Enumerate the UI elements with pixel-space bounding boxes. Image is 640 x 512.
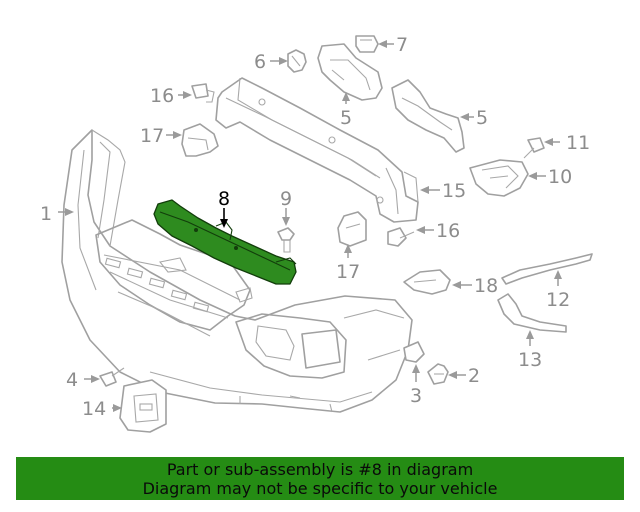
bracket-10 bbox=[469, 159, 529, 197]
bracket-5-right bbox=[391, 79, 465, 153]
clip-7 bbox=[355, 35, 379, 53]
callout-11: 11 bbox=[566, 132, 590, 154]
trim-12 bbox=[501, 253, 593, 285]
callout-8: 8 bbox=[218, 188, 230, 210]
bolt-16-upper bbox=[191, 83, 215, 103]
callout-5-right: 5 bbox=[476, 107, 488, 129]
callout-12: 12 bbox=[546, 289, 570, 311]
callout-17-lower: 17 bbox=[336, 261, 360, 283]
callout-14: 14 bbox=[82, 398, 106, 420]
reinforcement-beam bbox=[215, 77, 419, 223]
push-pin-2 bbox=[427, 363, 449, 385]
callout-10: 10 bbox=[548, 166, 572, 188]
callout-3: 3 bbox=[410, 385, 422, 407]
callout-16-lower: 16 bbox=[436, 220, 460, 242]
callout-16-upper: 16 bbox=[150, 85, 174, 107]
trim-13 bbox=[497, 293, 567, 333]
callout-15: 15 bbox=[442, 180, 466, 202]
bracket-5-left bbox=[317, 43, 383, 101]
callout-9: 9 bbox=[280, 188, 292, 210]
bolt-16-lower bbox=[387, 227, 415, 247]
bolt-4 bbox=[99, 367, 125, 387]
bolt-9 bbox=[277, 227, 295, 253]
callout-labels: 1 2 3 4 5 5 6 7 8 9 10 11 12 13 14 15 16… bbox=[40, 34, 590, 420]
callout-7: 7 bbox=[396, 34, 408, 56]
highlighted-part-8 bbox=[153, 199, 297, 285]
callout-2: 2 bbox=[468, 365, 480, 387]
bolt-11 bbox=[523, 137, 545, 159]
push-pin-6 bbox=[287, 49, 307, 73]
callout-13: 13 bbox=[518, 349, 542, 371]
info-banner: Part or sub-assembly is #8 in diagram Di… bbox=[16, 457, 624, 500]
bracket-17-lower bbox=[337, 211, 367, 247]
callout-5-left: 5 bbox=[340, 107, 352, 129]
bracket-17-upper bbox=[181, 123, 219, 157]
clip-3 bbox=[403, 341, 425, 363]
callout-1: 1 bbox=[40, 203, 52, 225]
bracket-14 bbox=[119, 379, 167, 433]
callout-6: 6 bbox=[254, 51, 266, 73]
callout-18: 18 bbox=[474, 275, 498, 297]
bracket-18 bbox=[403, 269, 451, 295]
front-bumper-cover bbox=[61, 129, 413, 413]
callout-17-upper: 17 bbox=[140, 125, 164, 147]
banner-line-2: Diagram may not be specific to your vehi… bbox=[142, 478, 498, 498]
leaders bbox=[58, 40, 562, 412]
callout-4: 4 bbox=[66, 369, 78, 391]
parts-diagram: 1 2 3 4 5 5 6 7 8 9 10 11 12 13 14 15 16… bbox=[40, 34, 593, 433]
banner-line-1: Part or sub-assembly is #8 in diagram bbox=[166, 459, 474, 479]
